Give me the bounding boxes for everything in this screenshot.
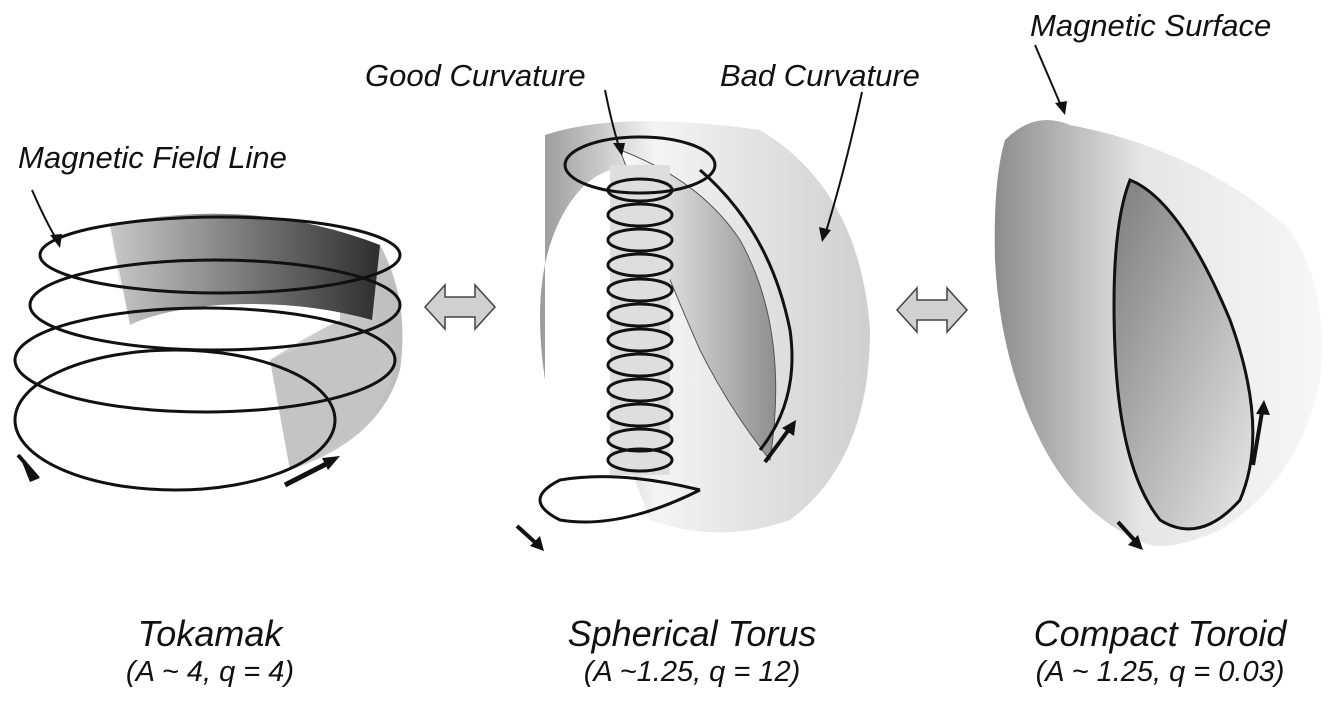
spherical-torus-figure [517, 121, 870, 551]
double-arrow-left [425, 285, 495, 329]
magnetic-surface-callout-arrowhead [1055, 101, 1067, 115]
tokamak-params: (A ~ 4, q = 4) [126, 656, 294, 689]
compact-toroid-figure [995, 120, 1322, 550]
tokamak-figure [15, 214, 403, 490]
magnetic-surface-callout-arrow [1035, 45, 1062, 108]
tokamak-flow-arrow-right-head [322, 456, 340, 470]
magnetic-field-line-label: Magnetic Field Line [18, 140, 287, 176]
bad-curvature-callout-arrow [825, 92, 862, 235]
compact-toroid-title: Compact Toroid [1034, 613, 1287, 655]
spherical-torus-params: (A ~1.25, q = 12) [584, 656, 801, 689]
magnetic-surface-label: Magnetic Surface [1030, 8, 1271, 44]
double-arrow-right [897, 288, 967, 332]
spherical-torus-title: Spherical Torus [568, 613, 817, 655]
tokamak-title: Tokamak [138, 613, 283, 655]
bad-curvature-label: Bad Curvature [720, 58, 920, 94]
good-curvature-label: Good Curvature [365, 58, 586, 94]
compact-toroid-params: (A ~ 1.25, q = 0.03) [1036, 656, 1285, 689]
field-line-callout-arrow [32, 190, 58, 242]
